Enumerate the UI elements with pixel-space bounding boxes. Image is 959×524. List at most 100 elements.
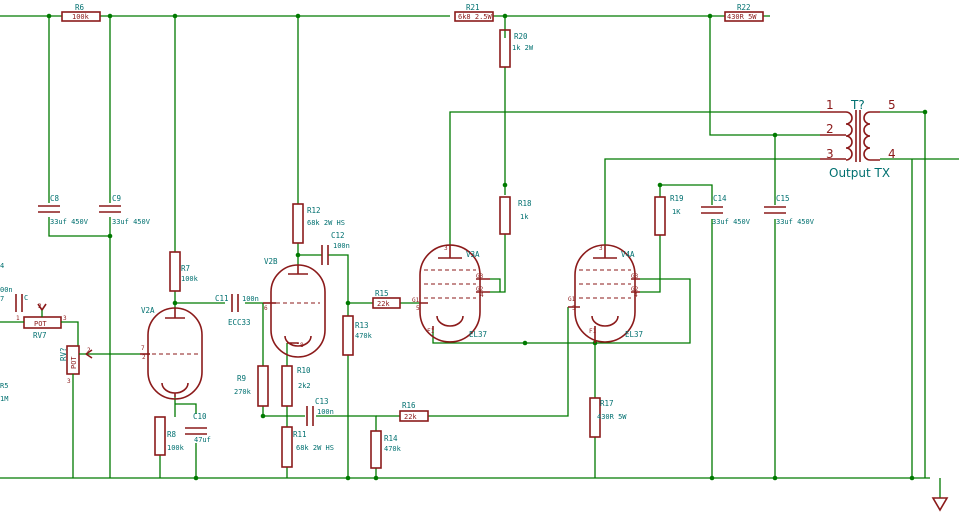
value-C13: 100n xyxy=(317,408,334,416)
partial-3: 7 xyxy=(0,295,4,303)
label-R7: R7 xyxy=(181,264,190,273)
partial-5: R5 xyxy=(0,382,8,390)
value-R14: 470k xyxy=(384,445,402,453)
pin-rvq-2: 2 xyxy=(87,347,91,354)
label-C9: C9 xyxy=(112,194,121,203)
value-R12: 68k 2W HS xyxy=(307,219,345,227)
value-R11: 68k 2W HS xyxy=(296,444,334,452)
value-C12: 100n xyxy=(333,242,350,250)
pin-G2-a: G2 xyxy=(476,286,484,293)
label-C11: C11 xyxy=(215,294,229,303)
value-R6: 100k xyxy=(72,13,90,21)
pin-n3-a: 3 xyxy=(444,245,448,252)
label-C13: C13 xyxy=(315,397,329,406)
label-ECC33: ECC33 xyxy=(228,318,251,327)
label-R9: R9 xyxy=(237,374,246,383)
value-C10: 47uf xyxy=(194,436,211,444)
label-T: T? xyxy=(850,98,865,112)
tube-V2B xyxy=(263,264,326,358)
resistors xyxy=(61,11,764,469)
label-R10: R10 xyxy=(297,366,311,375)
value-R13: 470k xyxy=(355,332,373,340)
label-C10: C10 xyxy=(193,412,207,421)
value-C9: 33uf 450V xyxy=(112,218,151,226)
value-C8: 33uf 450V xyxy=(50,218,89,226)
label-R12: R12 xyxy=(307,206,321,215)
value-R21: 6k8 2.5W xyxy=(458,13,493,21)
label-R21: R21 xyxy=(466,3,480,12)
pin-G1-b: G1 xyxy=(568,296,576,303)
label-output-tx: Output TX xyxy=(829,166,890,180)
label-R13: R13 xyxy=(355,321,369,330)
label-V2A: V2A xyxy=(141,306,155,315)
value-R20: 1k 2W xyxy=(512,44,534,52)
pin-F1-a: F1 xyxy=(427,328,435,335)
label-R20: R20 xyxy=(514,32,528,41)
value-R19: 1K xyxy=(672,208,681,216)
value-C11: 100n xyxy=(242,295,259,303)
label-R17: R17 xyxy=(600,399,614,408)
label-EL37-2: EL37 xyxy=(625,330,643,339)
pin-G1-a: G1 xyxy=(412,297,420,304)
pin-n3-b: 3 xyxy=(599,245,603,252)
label-R19: R19 xyxy=(670,194,684,203)
value-RV7: POT xyxy=(34,320,47,328)
label-V2B: V2B xyxy=(264,257,278,266)
value-R10: 2k2 xyxy=(298,382,311,390)
pin-t2: 2 xyxy=(826,122,834,136)
pin-rv-1: 1 xyxy=(16,315,20,322)
label-R11: R11 xyxy=(293,430,307,439)
potentiometers xyxy=(0,303,140,478)
label-V4A: V4A xyxy=(621,250,635,259)
tube-V2A xyxy=(140,307,203,400)
label-RVq: RV? xyxy=(59,347,68,361)
pin-n5-b: 5 xyxy=(572,305,576,312)
value-R16: 22k xyxy=(404,413,417,421)
value-R8: 100k xyxy=(167,444,185,452)
label-RV7: RV7 xyxy=(33,331,47,340)
pin-G3-b: G3 xyxy=(631,273,639,280)
label-R22: R22 xyxy=(737,3,751,12)
partial-1: 4 xyxy=(0,262,4,270)
tube-V4A xyxy=(568,244,640,343)
label-C14: C14 xyxy=(713,194,727,203)
partial-6: 1M xyxy=(0,395,8,403)
pin-t1: 1 xyxy=(826,98,834,112)
pin-t5: 5 xyxy=(888,98,896,112)
pin-n4-a: 4 xyxy=(480,292,484,299)
pin-rv-2: 2 xyxy=(38,303,42,310)
label-R8: R8 xyxy=(167,430,177,439)
label-R16: R16 xyxy=(402,401,416,410)
value-R18: 1k xyxy=(520,213,529,221)
label-R15: R15 xyxy=(375,289,389,298)
pin-t3: 3 xyxy=(826,147,834,161)
value-C14: 33uf 450V xyxy=(712,218,751,226)
pin-rv-3: 3 xyxy=(63,315,67,322)
label-V3A: V3A xyxy=(466,250,480,259)
pin-F1-b: F1 xyxy=(589,328,597,335)
pin-n4-b: 4 xyxy=(634,292,638,299)
value-R9: 270k xyxy=(234,388,252,396)
wires xyxy=(0,15,959,498)
label-R6: R6 xyxy=(75,3,85,12)
value-R17: 430R 5W xyxy=(597,413,627,421)
pin-n6: 6 xyxy=(264,305,268,312)
pin-rvq-3: 3 xyxy=(67,378,71,385)
labels: R6 100k R21 6k8 2.5W R22 430R 5W R20 1k … xyxy=(0,3,896,453)
pin-n7: 7 xyxy=(141,345,145,352)
pin-G3-a: G3 xyxy=(476,273,484,280)
label-C15: C15 xyxy=(776,194,790,203)
label-EL37-1: EL37 xyxy=(469,330,487,339)
output-transformer xyxy=(820,110,880,162)
ground-symbol xyxy=(931,497,949,512)
tube-V3A xyxy=(419,244,490,343)
label-R14: R14 xyxy=(384,434,398,443)
pin-G2-b: G2 xyxy=(631,286,639,293)
pin-n8: 8 xyxy=(300,342,304,349)
capacitors xyxy=(15,205,786,435)
partial-4: C xyxy=(24,294,28,302)
value-R15: 22k xyxy=(377,300,390,308)
value-R7: 100k xyxy=(181,275,199,283)
value-RVq: POT xyxy=(70,356,78,369)
label-R18: R18 xyxy=(518,199,532,208)
